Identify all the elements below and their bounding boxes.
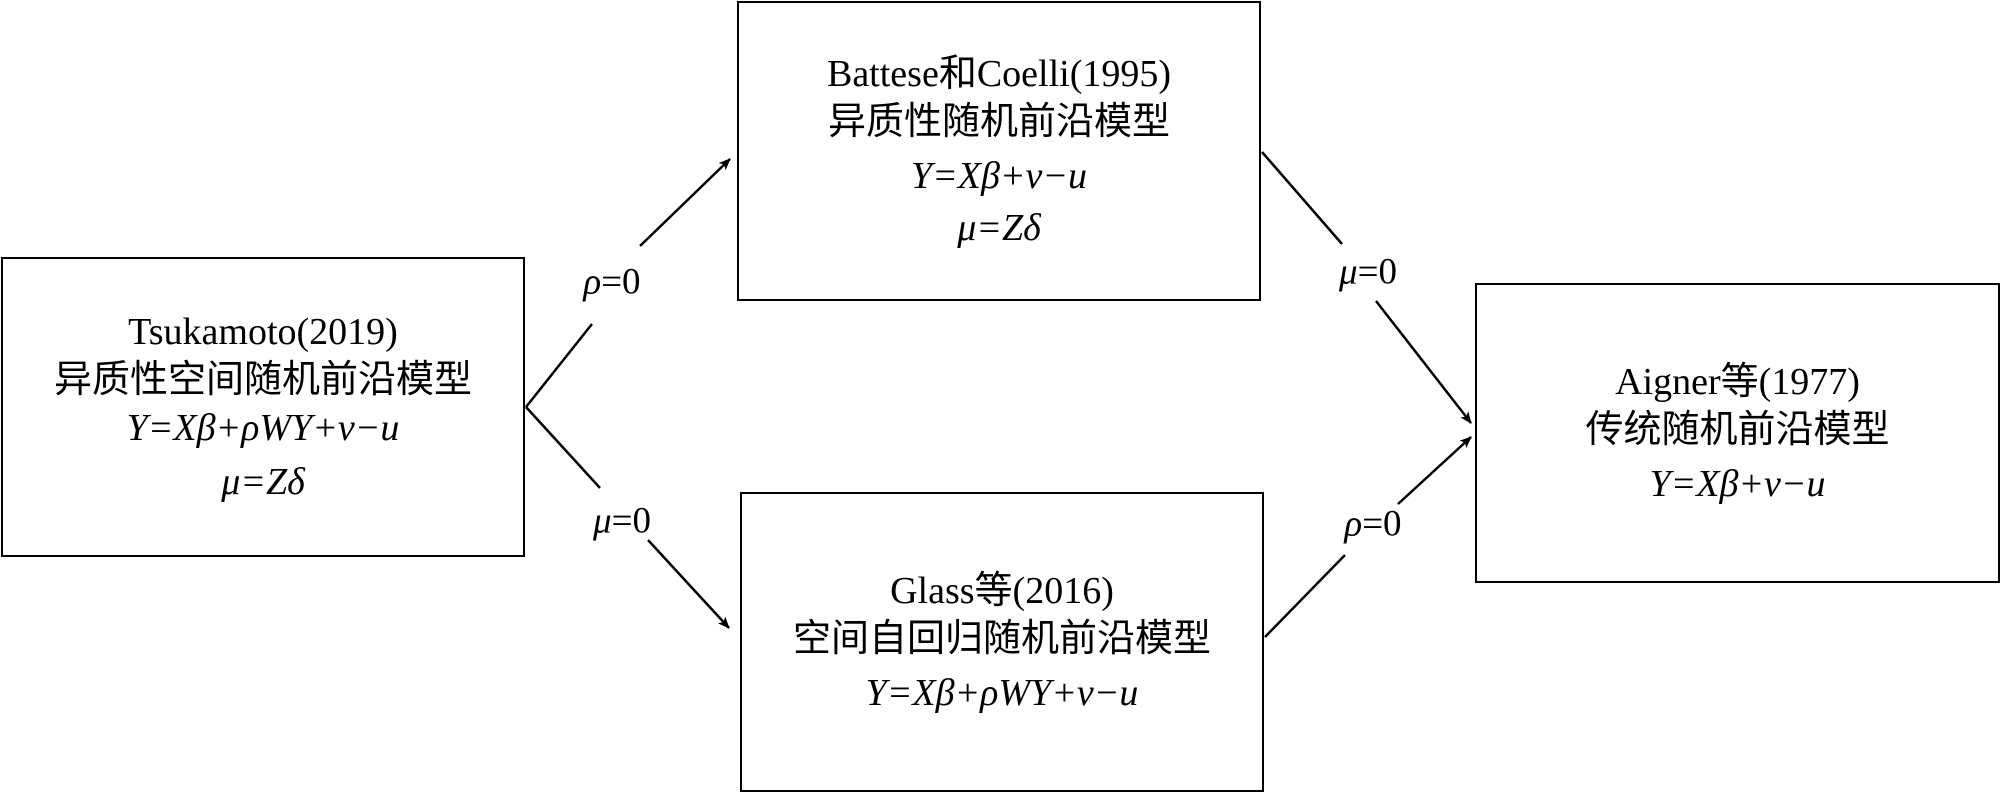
node-aigner-subtitle: 传统随机前沿模型 <box>1585 409 1890 451</box>
edge-tsukamoto-glass-segment-1 <box>525 406 601 489</box>
node-battese-subtitle: 异质性随机前沿模型 <box>827 101 1170 143</box>
node-battese-equation-2: μ=Zδ <box>957 207 1041 249</box>
edge-label-battese-aigner: μ=0 <box>1339 251 1397 294</box>
node-glass-subtitle: 空间自回归随机前沿模型 <box>792 618 1211 660</box>
edge-label-symbol: ρ <box>583 261 602 303</box>
edge-battese-aigner-segment-1 <box>1261 151 1343 245</box>
edge-tsukamoto-battese-segment-1 <box>525 323 593 408</box>
edge-label-symbol: μ <box>593 500 612 542</box>
node-tsukamoto: Tsukamoto(2019) 异质性空间随机前沿模型 Y=Xβ+ρWY+v−u… <box>1 257 525 557</box>
edge-label-symbol: ρ <box>1344 503 1363 545</box>
node-tsukamoto-equation-1: Y=Xβ+ρWY+v−u <box>126 407 400 449</box>
edge-label-value: =0 <box>1362 503 1402 545</box>
node-battese: Battese和Coelli(1995) 异质性随机前沿模型 Y=Xβ+v−u … <box>737 1 1261 301</box>
node-aigner-equation-1: Y=Xβ+v−u <box>1649 463 1826 505</box>
node-battese-title: Battese和Coelli(1995) <box>826 53 1172 95</box>
node-battese-equation-1: Y=Xβ+v−u <box>910 155 1088 197</box>
edge-label-value: =0 <box>1357 251 1397 293</box>
edge-label-tsukamoto-glass: μ=0 <box>593 500 651 543</box>
edge-label-symbol: μ <box>1339 251 1358 293</box>
edge-label-tsukamoto-battese: ρ=0 <box>583 261 640 304</box>
edge-battese-aigner-arrow <box>1375 300 1472 424</box>
edge-glass-aigner-segment-1 <box>1264 554 1346 638</box>
edge-glass-aigner-arrow <box>1397 436 1472 505</box>
edge-label-value: =0 <box>601 261 641 303</box>
edge-tsukamoto-glass-arrow <box>647 539 730 629</box>
node-glass-title: Glass等(2016) <box>890 570 1114 612</box>
edge-label-value: =0 <box>611 500 651 542</box>
node-aigner: Aigner等(1977) 传统随机前沿模型 Y=Xβ+v−u <box>1475 283 2000 583</box>
node-glass: Glass等(2016) 空间自回归随机前沿模型 Y=Xβ+ρWY+v−u <box>740 492 1264 792</box>
edge-label-glass-aigner: ρ=0 <box>1344 503 1401 546</box>
node-tsukamoto-equation-2: μ=Zδ <box>221 461 305 503</box>
edge-tsukamoto-battese-arrow <box>639 158 731 247</box>
node-glass-equation-1: Y=Xβ+ρWY+v−u <box>865 672 1139 714</box>
node-aigner-title: Aigner等(1977) <box>1615 361 1860 403</box>
node-tsukamoto-subtitle: 异质性空间随机前沿模型 <box>53 359 472 401</box>
node-tsukamoto-title: Tsukamoto(2019) <box>128 311 398 353</box>
